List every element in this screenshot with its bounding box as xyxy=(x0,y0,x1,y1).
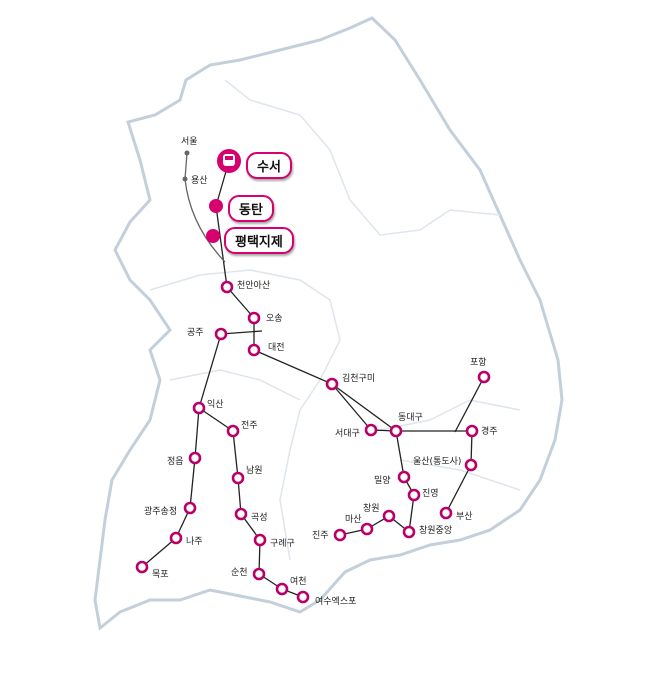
station-label: 창원 xyxy=(363,503,380,514)
station-label: 순천 xyxy=(231,567,248,578)
station-label: 부산 xyxy=(456,511,473,522)
rail-segment xyxy=(198,407,234,432)
main-station-label[interactable]: 수서 xyxy=(246,152,292,179)
province-borders xyxy=(149,79,521,561)
rail-segment xyxy=(220,330,263,335)
station-label: 진주 xyxy=(312,530,329,541)
station-label: 전주 xyxy=(241,420,258,431)
station-label: 동대구 xyxy=(398,412,423,423)
station-marker[interactable] xyxy=(231,471,245,485)
station-marker[interactable] xyxy=(296,590,310,604)
station-label: 여수엑스포 xyxy=(315,595,356,607)
rail-segment xyxy=(445,464,472,514)
station-label: 오송 xyxy=(266,313,283,324)
station-label: 김천구미 xyxy=(342,372,375,384)
station-marker[interactable] xyxy=(220,280,234,294)
station-marker[interactable] xyxy=(360,522,374,536)
station-label: 여천 xyxy=(290,575,307,587)
rail-segment xyxy=(194,407,200,459)
station-marker[interactable] xyxy=(214,327,228,341)
station-marker[interactable] xyxy=(477,370,491,384)
station-marker[interactable] xyxy=(397,470,411,484)
station-label: 곡성 xyxy=(251,512,268,523)
station-marker[interactable] xyxy=(364,423,378,437)
station-marker[interactable] xyxy=(407,488,421,502)
main-station-dot[interactable] xyxy=(209,199,223,213)
station-marker[interactable] xyxy=(192,401,206,415)
station-marker[interactable] xyxy=(389,424,403,438)
station-label: 포항 xyxy=(470,357,487,368)
minor-station-label: 서울 xyxy=(181,136,198,147)
rail-segment xyxy=(454,376,485,433)
rail-segment xyxy=(232,430,239,479)
station-marker[interactable] xyxy=(252,567,266,581)
station-marker[interactable] xyxy=(253,533,267,547)
main-station-label[interactable]: 동탄 xyxy=(228,195,274,222)
station-marker[interactable] xyxy=(333,528,347,542)
station-label: 천안아산 xyxy=(237,280,270,291)
minor-station-label: 용산 xyxy=(191,175,208,186)
station-marker[interactable] xyxy=(275,582,289,596)
station-label: 서대구 xyxy=(335,428,360,439)
station-label: 울산(통도사) xyxy=(413,456,461,467)
minor-station-dot xyxy=(182,176,188,182)
station-label: 구례구 xyxy=(270,538,295,549)
rail-segment xyxy=(198,333,222,409)
station-marker[interactable] xyxy=(382,509,396,523)
rail-segment xyxy=(395,430,405,478)
station-marker[interactable] xyxy=(183,501,197,515)
station-label: 진영 xyxy=(422,488,439,499)
rail-segment xyxy=(226,286,255,319)
station-label: 창원중앙 xyxy=(419,524,452,536)
station-marker[interactable] xyxy=(247,343,261,357)
rail-segment xyxy=(331,383,372,431)
station-label: 남원 xyxy=(246,465,263,476)
main-station-label[interactable]: 평택지제 xyxy=(224,227,294,254)
station-label: 목포 xyxy=(152,569,169,580)
rail-segment xyxy=(141,537,177,568)
station-marker[interactable] xyxy=(402,525,416,539)
station-marker[interactable] xyxy=(169,531,183,545)
station-marker[interactable] xyxy=(135,560,149,574)
station-label: 대전 xyxy=(268,342,285,353)
korea-outline xyxy=(93,16,564,631)
main-station-dot[interactable] xyxy=(206,229,220,243)
station-marker[interactable] xyxy=(465,424,479,438)
station-label: 마산 xyxy=(345,514,362,525)
rail-segment xyxy=(253,349,333,385)
rail-segment xyxy=(189,457,196,509)
station-marker[interactable] xyxy=(234,507,248,521)
station-label: 익산 xyxy=(207,398,224,410)
rail-segment xyxy=(215,205,228,288)
station-marker[interactable] xyxy=(325,377,339,391)
rail-segment xyxy=(331,383,397,432)
station-marker[interactable] xyxy=(247,311,261,325)
station-label: 정읍 xyxy=(167,456,184,467)
station-marker[interactable] xyxy=(464,458,478,472)
station-marker[interactable] xyxy=(439,506,453,520)
minor-station-dot xyxy=(184,150,190,156)
station-label: 나주 xyxy=(186,536,203,547)
station-label: 밀양 xyxy=(374,474,391,486)
station-label: 광주송정 xyxy=(144,505,177,517)
station-marker[interactable] xyxy=(188,451,202,465)
station-marker[interactable] xyxy=(226,424,240,438)
station-label: 경주 xyxy=(481,425,498,437)
station-label: 공주 xyxy=(187,327,204,338)
